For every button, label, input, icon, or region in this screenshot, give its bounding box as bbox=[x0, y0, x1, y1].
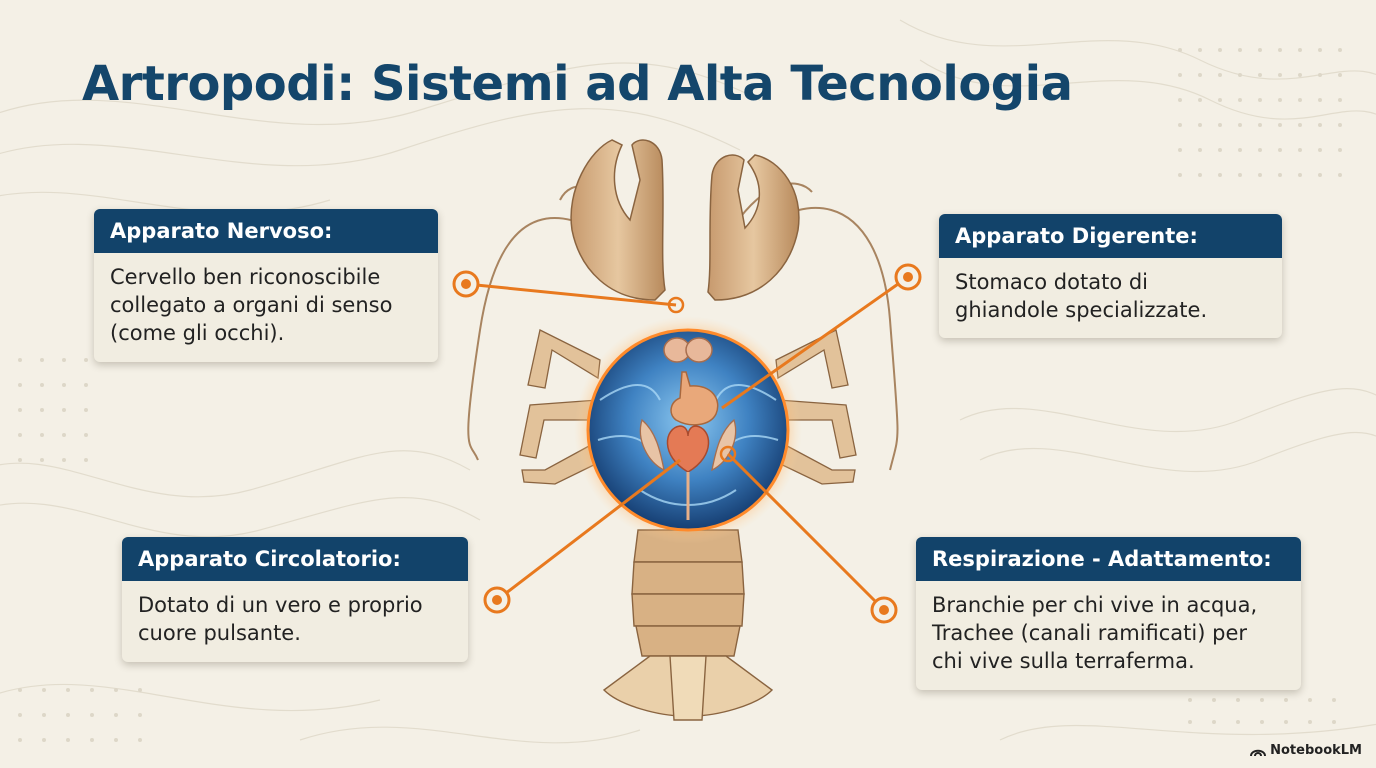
card-text-line: collegato a organi di senso bbox=[110, 293, 393, 317]
card-body: Dotato di un vero e proprio cuore pulsan… bbox=[122, 581, 468, 659]
card-body: Branchie per chi vive in acqua, Trachee … bbox=[916, 581, 1301, 687]
connector-digerente bbox=[721, 275, 909, 410]
connector-respirazione bbox=[726, 452, 886, 612]
xray-inset bbox=[586, 328, 790, 532]
brain-icon bbox=[663, 337, 713, 363]
card-apparato-nervoso: Apparato Nervoso: Cervello ben riconosci… bbox=[94, 209, 438, 362]
card-text-line: (come gli occhi). bbox=[110, 321, 285, 345]
brand-watermark: NotebookLM bbox=[1250, 743, 1362, 758]
gills-icon bbox=[639, 418, 737, 472]
card-text-line: Stomaco dotato di bbox=[955, 270, 1149, 294]
card-body: Stomaco dotato di ghiandole specializzat… bbox=[939, 258, 1282, 336]
card-text-line: Dotato di un vero e proprio bbox=[138, 593, 423, 617]
card-text-line: cuore pulsante. bbox=[138, 621, 301, 645]
card-title: Apparato Circolatorio: bbox=[122, 537, 468, 581]
card-apparato-digerente: Apparato Digerente: Stomaco dotato di gh… bbox=[939, 214, 1282, 338]
stomach-icon bbox=[670, 371, 719, 426]
card-apparato-circolatorio: Apparato Circolatorio: Dotato di un vero… bbox=[122, 537, 468, 662]
card-respirazione-adattamento: Respirazione - Adattamento: Branchie per… bbox=[916, 537, 1301, 690]
brand-name: NotebookLM bbox=[1270, 743, 1362, 758]
connector-circolatorio bbox=[496, 458, 681, 602]
notebooklm-logo-icon bbox=[1250, 749, 1267, 756]
connector-endpoints bbox=[452, 263, 922, 624]
card-text-line: Trachee (canali ramificati) per bbox=[932, 621, 1247, 645]
card-text-line: ghiandole specializzate. bbox=[955, 298, 1208, 322]
page-title: Artropodi: Sistemi ad Alta Tecnologia bbox=[82, 56, 1073, 112]
card-text-line: Cervello ben riconoscibile bbox=[110, 265, 381, 289]
card-body: Cervello ben riconoscibile collegato a o… bbox=[94, 253, 438, 359]
card-title: Apparato Nervoso: bbox=[94, 209, 438, 253]
card-title: Apparato Digerente: bbox=[939, 214, 1282, 258]
card-text-line: chi vive sulla terraferma. bbox=[932, 649, 1195, 673]
connector-nervoso bbox=[465, 282, 677, 307]
card-text-line: Branchie per chi vive in acqua, bbox=[932, 593, 1258, 617]
card-title: Respirazione - Adattamento: bbox=[916, 537, 1301, 581]
